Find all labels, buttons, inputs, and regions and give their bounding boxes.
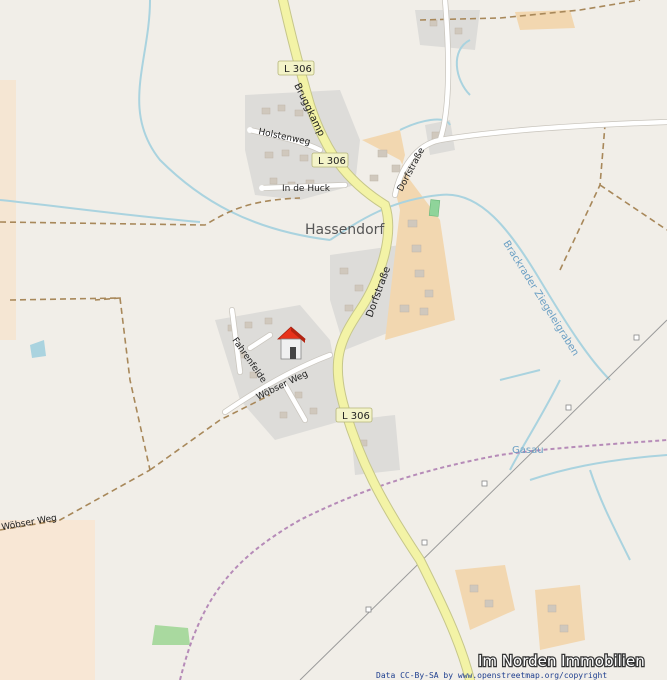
svg-text:L 306: L 306	[342, 411, 370, 422]
road-shield: L 306	[277, 60, 315, 76]
watermark-text: Im Norden Immobilien	[478, 652, 645, 670]
street-label-in-de-huck: In de Huck	[282, 184, 331, 194]
road-shield: L 306	[311, 152, 349, 168]
meadow-patch	[152, 625, 190, 645]
road-end	[247, 127, 253, 133]
house-icon[interactable]	[276, 326, 307, 360]
admin-boundary	[179, 439, 667, 680]
attribution-text[interactable]: Data CC-By-SA by www.openstreetmap.org/c…	[376, 671, 607, 680]
road-end	[259, 185, 265, 191]
park-patch	[428, 199, 441, 217]
main-road-l306[interactable]	[279, 0, 474, 680]
minor-roads	[222, 0, 667, 423]
farmland-area	[0, 520, 95, 680]
stream-label-gasau: Gasau	[512, 445, 544, 456]
farm-tracks	[0, 0, 667, 531]
road-shield: L 306	[335, 407, 373, 423]
power-line	[299, 319, 667, 680]
place-label-hassendorf: Hassendorf	[305, 222, 385, 238]
farmland-area	[0, 80, 16, 340]
svg-text:L 306: L 306	[284, 64, 312, 75]
pond	[30, 340, 46, 358]
svg-text:L 306: L 306	[318, 156, 346, 167]
streams	[0, 0, 667, 561]
